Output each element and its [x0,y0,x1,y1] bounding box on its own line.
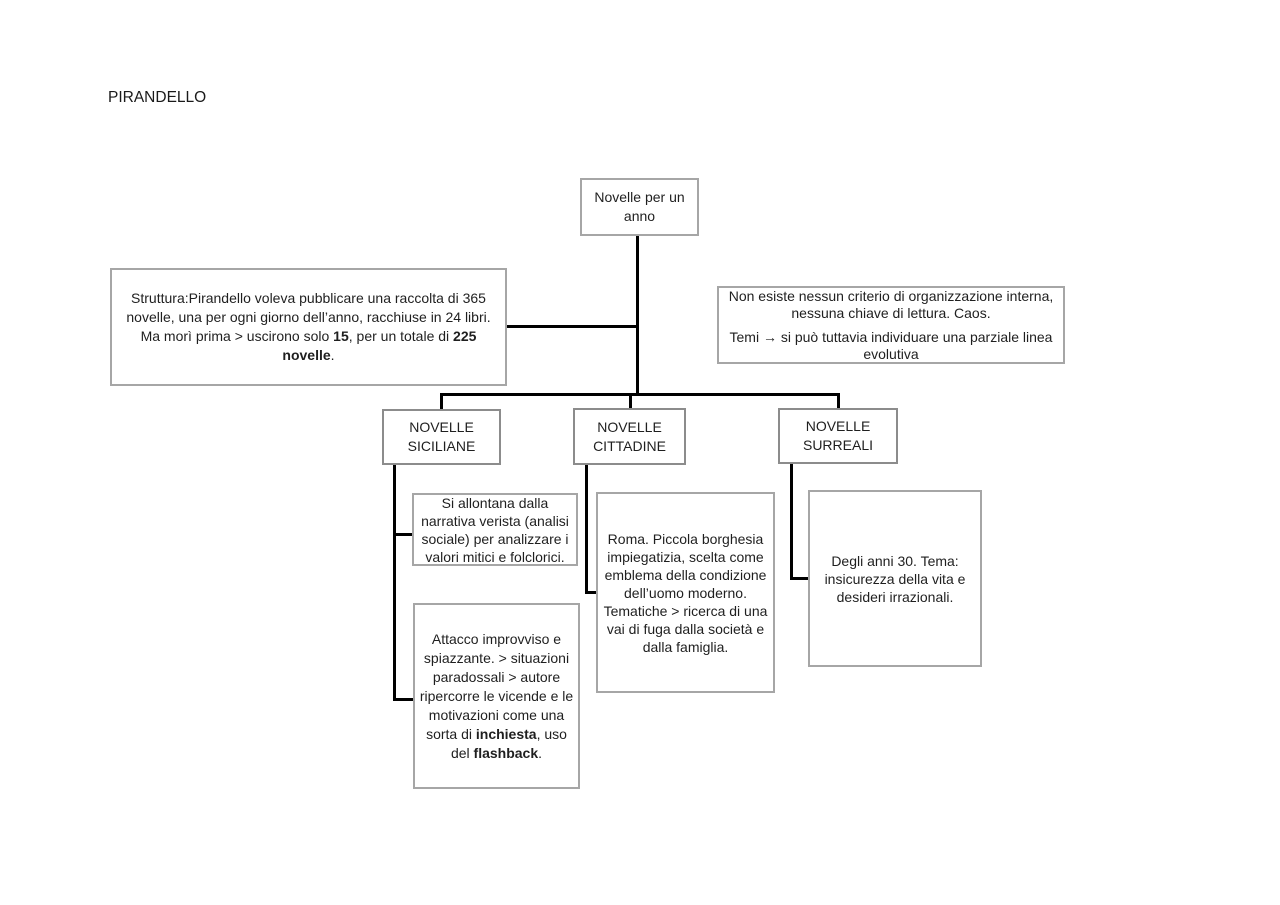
node-novelle-siciliane: NOVELLE SICILIANE [382,409,501,465]
node-surreali-detail-1-text: Degli anni 30. Tema: insicurezza della v… [824,552,966,605]
connector-cittadine-drop [585,464,588,594]
struttura-text-2: , per un totale di [348,328,454,344]
temi-paragraph: Temi → si può tuttavia individuare una p… [729,328,1053,362]
struttura-bold-15: 15 [333,328,349,344]
node-novelle-per-un-anno-label: Novelle per un anno [594,189,685,224]
node-siciliane-detail-2: Attacco improvviso e spiazzante. > situa… [413,603,580,789]
page-title: PIRANDELLO [108,89,207,106]
node-surreali-detail-1: Degli anni 30. Tema: insicurezza della v… [808,490,982,667]
node-novelle-cittadine: NOVELLE CITTADINE [573,408,686,465]
connector-siciliane-drop [393,464,396,701]
struttura-text-1: Struttura:Pirandello voleva pubblicare u… [126,290,491,344]
node-novelle-cittadine-label: NOVELLE CITTADINE [593,418,666,454]
attacco-text-1: Attacco improvviso e spiazzante. > situa… [419,630,574,742]
struttura-bold-225-novelle: 225 novelle [282,328,477,363]
node-struttura-text: Struttura:Pirandello voleva pubblicare u… [116,289,501,365]
node-cittadine-detail-1: Roma. Piccola borghesia impiegatizia, sc… [596,492,775,693]
struttura-text-3: . [330,347,335,363]
connector-tick-siciliane [440,393,443,411]
connector-siciliane-stub-1 [393,533,413,536]
connector-surreali-stub [790,577,809,580]
node-siciliane-detail-2-text: Attacco improvviso e spiazzante. > situa… [419,630,574,763]
criteri-paragraph: Non esiste nessun criterio di organizzaz… [728,287,1054,321]
node-novelle-siciliane-label: NOVELLE SICILIANE [407,419,476,454]
node-novelle-surreali: NOVELLE SURREALI [778,408,898,464]
node-siciliane-detail-1-text: Si allontana dalla narrativa verista (an… [421,494,569,565]
connector-siciliane-stub-2 [393,698,413,701]
node-criteri-temi: Non esiste nessun criterio di organizzaz… [717,286,1065,364]
connector-tick-cittadine [629,393,632,409]
connector-surreali-drop [790,463,793,580]
attacco-text-3: . [538,744,543,761]
connector-root-trunk [636,236,639,395]
connector-cittadine-stub [585,591,597,594]
attacco-bold-inchiesta: inchiesta [475,725,537,742]
node-siciliane-detail-1: Si allontana dalla narrativa verista (an… [412,493,578,566]
node-struttura: Struttura:Pirandello voleva pubblicare u… [110,268,507,386]
attacco-bold-flashback: flashback [473,744,539,761]
connector-tick-surreali [837,393,840,409]
node-novelle-per-un-anno: Novelle per un anno [580,178,699,236]
connector-struttura [505,325,637,328]
connector-branch-horizontal [440,393,840,396]
node-cittadine-detail-1-text: Roma. Piccola borghesia impiegatizia, sc… [603,530,768,655]
attacco-text-2: , uso del [450,725,567,761]
node-novelle-surreali-label: NOVELLE SURREALI [802,418,874,453]
node-criteri-temi-text: Non esiste nessun criterio di organizzaz… [723,288,1059,363]
